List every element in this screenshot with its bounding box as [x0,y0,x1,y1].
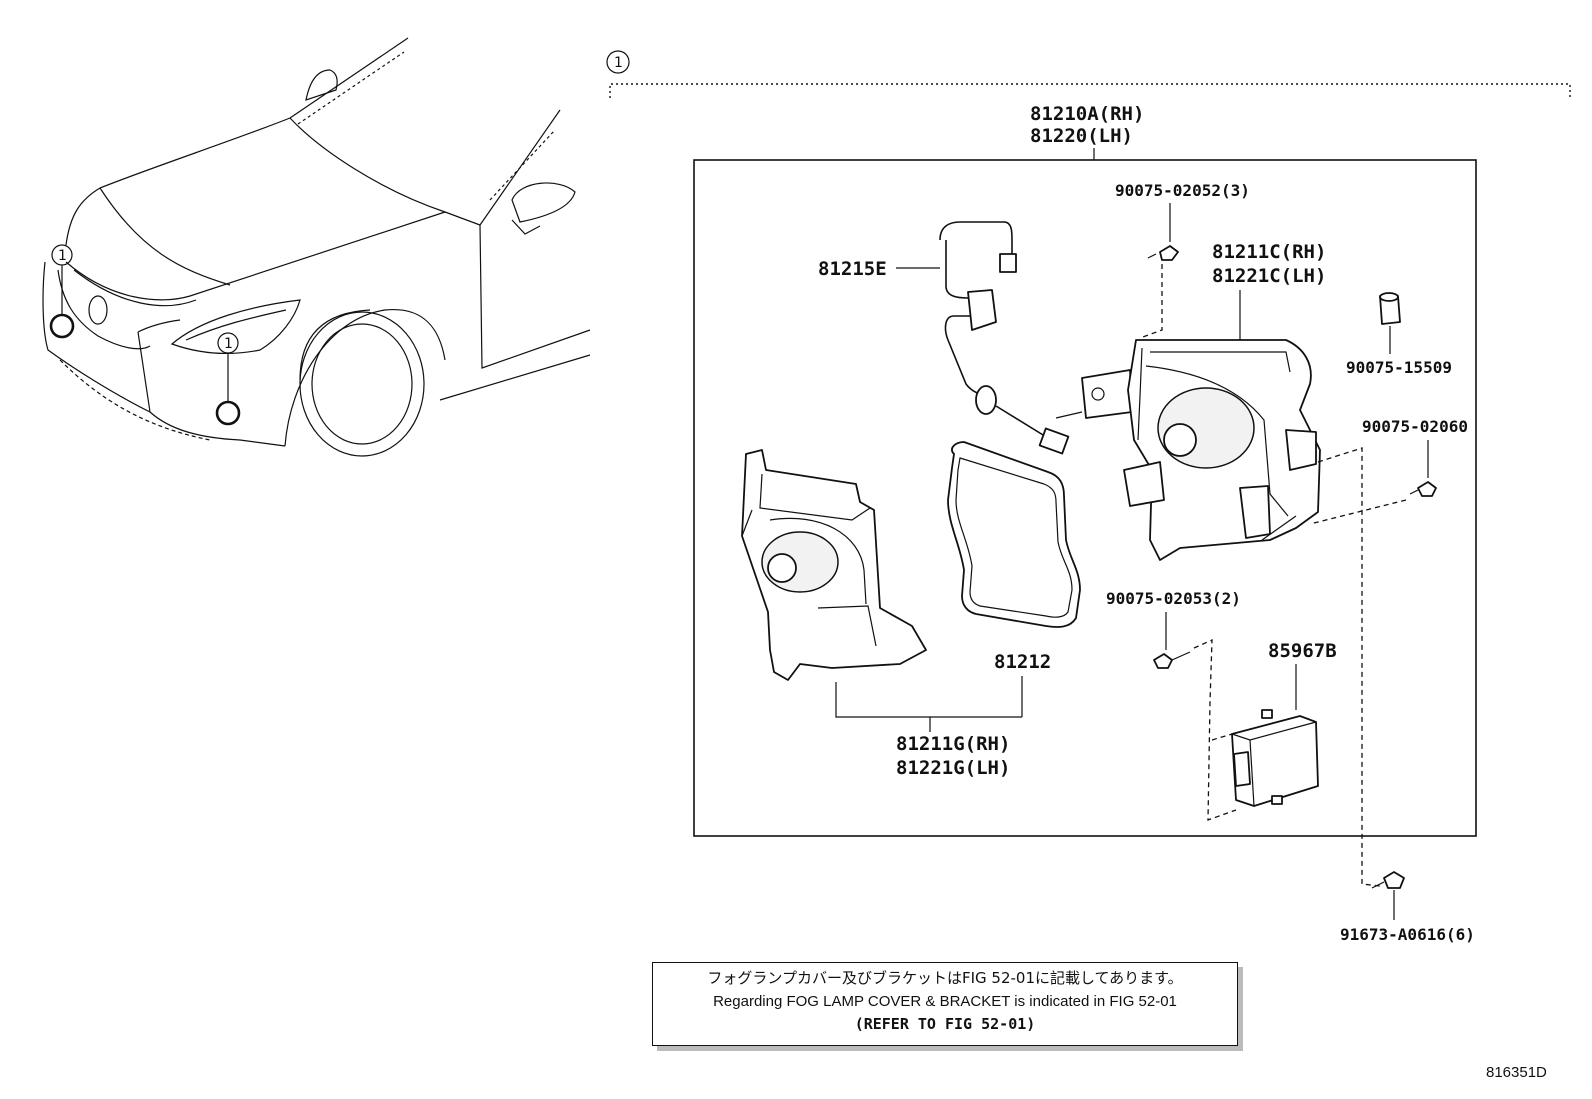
gasket-81212: 81212 [947,441,1081,717]
group-bracket: 1 [606,50,1571,98]
note-japanese: フォグランプカバー及びブラケットはFIG 52-01に記載してあります。 [707,969,1183,987]
figure-id: 816351D [1486,1064,1547,1081]
cap-90075-15509: 90075-15509 [1346,292,1452,377]
vehicle-front-illustration [42,37,591,457]
lamp-unit-81211C: 81211C(RH) 81221C(LH) [1055,241,1326,561]
lens-label-bracket: 81211G(RH) 81221G(LH) [835,682,1022,779]
part-label-81221C: 81221C(LH) [1212,265,1326,287]
part-label-85967B: 85967B [1268,640,1337,662]
fog-lamp-location-left: 1 [49,244,75,339]
fog-lamp-location-right: 1 [215,332,241,426]
part-label-81215E: 81215E [818,258,887,280]
assembly-box: 81210A(RH) 81220(LH) [693,103,1477,837]
lens-81211G [741,449,927,681]
part-label-81220: 81220(LH) [1030,125,1133,147]
bolt-91673-A0616: 91673-A0616(6) [1340,871,1475,944]
group-callout-number: 1 [614,55,623,71]
part-label-81211G: 81211G(RH) [896,733,1010,755]
part-label-90075-02060: 90075-02060 [1362,417,1468,436]
part-label-81210A: 81210A(RH) [1030,103,1144,125]
callout-number: 1 [224,336,233,352]
screw-90075-02060: 90075-02060 [1309,417,1468,887]
wire-harness-81215E: 81215E [818,221,1070,455]
part-label-90075-02053: 90075-02053(2) [1106,589,1241,608]
part-label-81211C: 81211C(RH) [1212,241,1326,263]
part-label-91673-A0616: 91673-A0616(6) [1340,925,1475,944]
note-reference: (REFER TO FIG 52-01) [854,1015,1036,1033]
note-english: Regarding FOG LAMP COVER & BRACKET is in… [713,993,1177,1010]
reference-note-box: フォグランプカバー及びブラケットはFIG 52-01に記載してあります。 Reg… [652,962,1238,1046]
computer-85967B: 85967B [1211,640,1337,807]
screw-90075-02053: 90075-02053(2) [1106,589,1241,821]
part-label-90075-15509: 90075-15509 [1346,358,1452,377]
callout-number: 1 [58,248,67,264]
part-label-81212: 81212 [994,651,1051,673]
part-label-81221G: 81221G(LH) [896,757,1010,779]
screw-90075-02052: 90075-02052(3) [1115,181,1250,339]
part-label-90075-02052: 90075-02052(3) [1115,181,1250,200]
